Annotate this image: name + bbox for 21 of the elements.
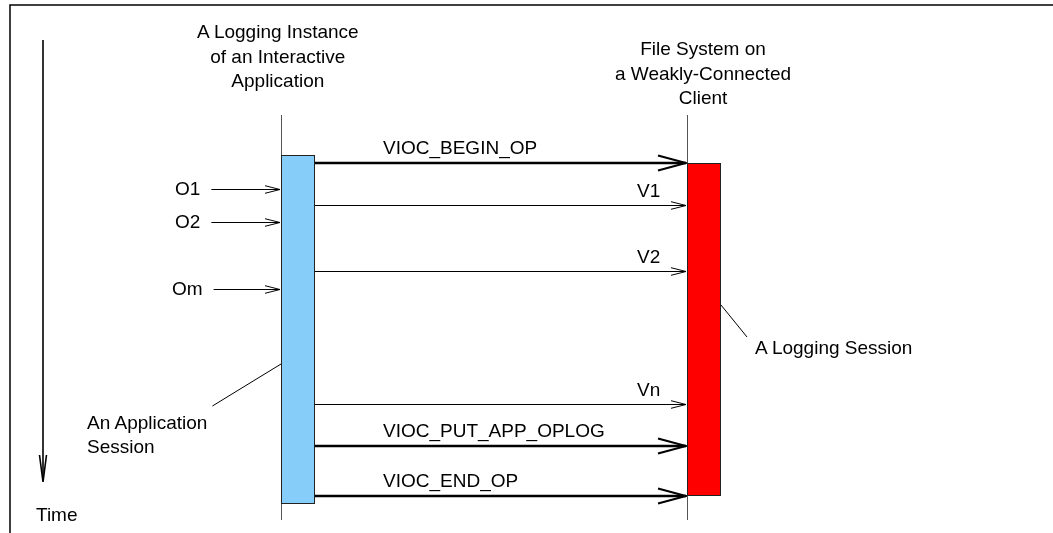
- operation-label: O1: [175, 178, 201, 200]
- leader-line: [211, 363, 282, 407]
- participant-label: A Logging Instance of an Interactive Application: [197, 20, 359, 94]
- activation-bar: [281, 155, 315, 504]
- arrow: [210, 218, 281, 227]
- callout-label: A Logging Session: [755, 337, 913, 359]
- time-label: Time: [36, 504, 78, 526]
- arrow: [314, 201, 687, 210]
- arrow: [315, 154, 688, 172]
- arrow: [315, 487, 688, 505]
- participant-label: File System on a Weakly-Connected Client: [615, 37, 792, 111]
- arrow: [210, 185, 281, 194]
- arrow: [213, 285, 281, 294]
- callout-label: An Application Session: [87, 411, 208, 459]
- arrow: [314, 267, 687, 276]
- activation-bar: [687, 163, 721, 496]
- arrow: [314, 400, 687, 409]
- operation-label: Om: [172, 278, 203, 300]
- arrow: [315, 437, 688, 455]
- leader-line: [720, 304, 748, 338]
- operation-label: O2: [175, 211, 201, 233]
